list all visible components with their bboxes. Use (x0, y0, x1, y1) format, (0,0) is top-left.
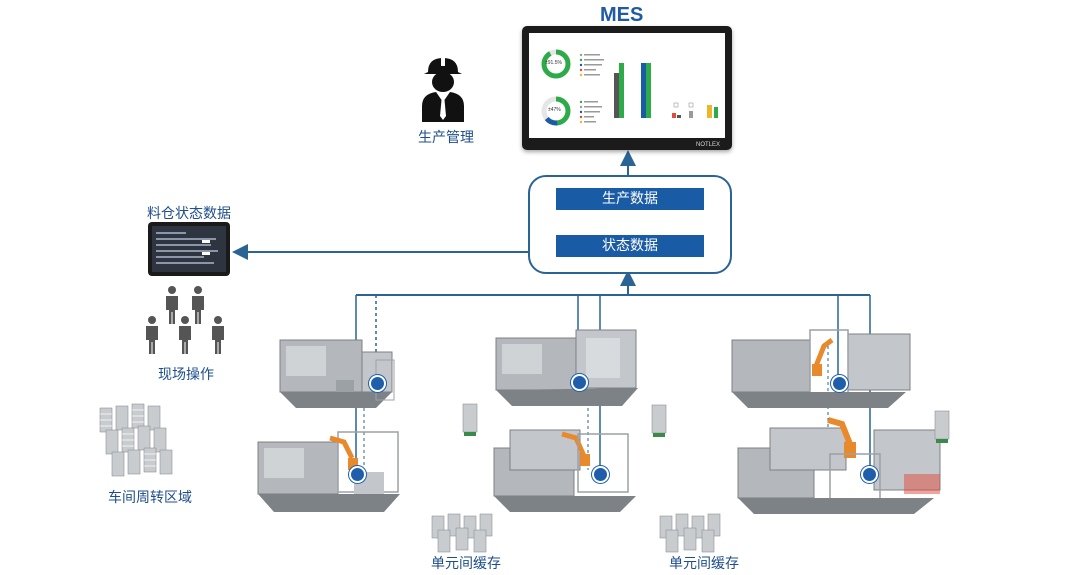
worker-helmet-icon (422, 56, 464, 122)
production-data-bar: 生产数据 (556, 188, 704, 210)
machine-cell-3 (731, 329, 911, 408)
dashboard-graphics (541, 49, 718, 126)
pallet-stack (651, 404, 667, 437)
machine-status-icon (592, 466, 609, 483)
tablet-screen (152, 226, 226, 272)
machine-cell-5 (493, 429, 636, 512)
machine-status-icon (571, 374, 588, 391)
machine-cell-2 (495, 329, 638, 406)
status-tablet (148, 222, 230, 276)
machine-status-icon (369, 375, 386, 392)
mes-monitor: ±91.5% ±47% NOTLEX (522, 26, 732, 150)
cell-buffer-pallets-1 (431, 513, 493, 553)
mes-dashboard: ±91.5% ±47% (529, 33, 725, 138)
material-bin-status-label: 料仓状态数据 (147, 206, 231, 222)
pallet-stack (934, 410, 950, 443)
cell-buffer-label-2: 单元间缓存 (669, 556, 739, 572)
machine-cell-6 (737, 417, 941, 514)
field-operation-label: 现场操作 (158, 367, 214, 383)
cell-buffer-pallets-2 (659, 513, 721, 553)
machine-status-icon (831, 375, 848, 392)
donut2-value: ±47% (548, 107, 561, 113)
data-box: 生产数据 状态数据 (528, 175, 732, 274)
donut1-value: ±91.5% (545, 60, 562, 66)
machine-cell-1 (279, 339, 395, 408)
machine-status-icon (861, 466, 878, 483)
workshop-turnover-pallets (99, 403, 173, 477)
status-data-bar: 状态数据 (556, 235, 704, 257)
production-management-label: 生产管理 (418, 130, 474, 146)
operator-people-icon (146, 286, 224, 354)
cell-buffer-label-1: 单元间缓存 (431, 556, 501, 572)
workshop-turnover-label: 车间周转区域 (108, 490, 192, 506)
mes-title: MES (600, 4, 644, 26)
monitor-brand: NOTLEX (695, 142, 720, 148)
machine-cell-4 (257, 431, 400, 512)
pallet-stack (462, 403, 478, 436)
machine-status-icon (349, 466, 366, 483)
